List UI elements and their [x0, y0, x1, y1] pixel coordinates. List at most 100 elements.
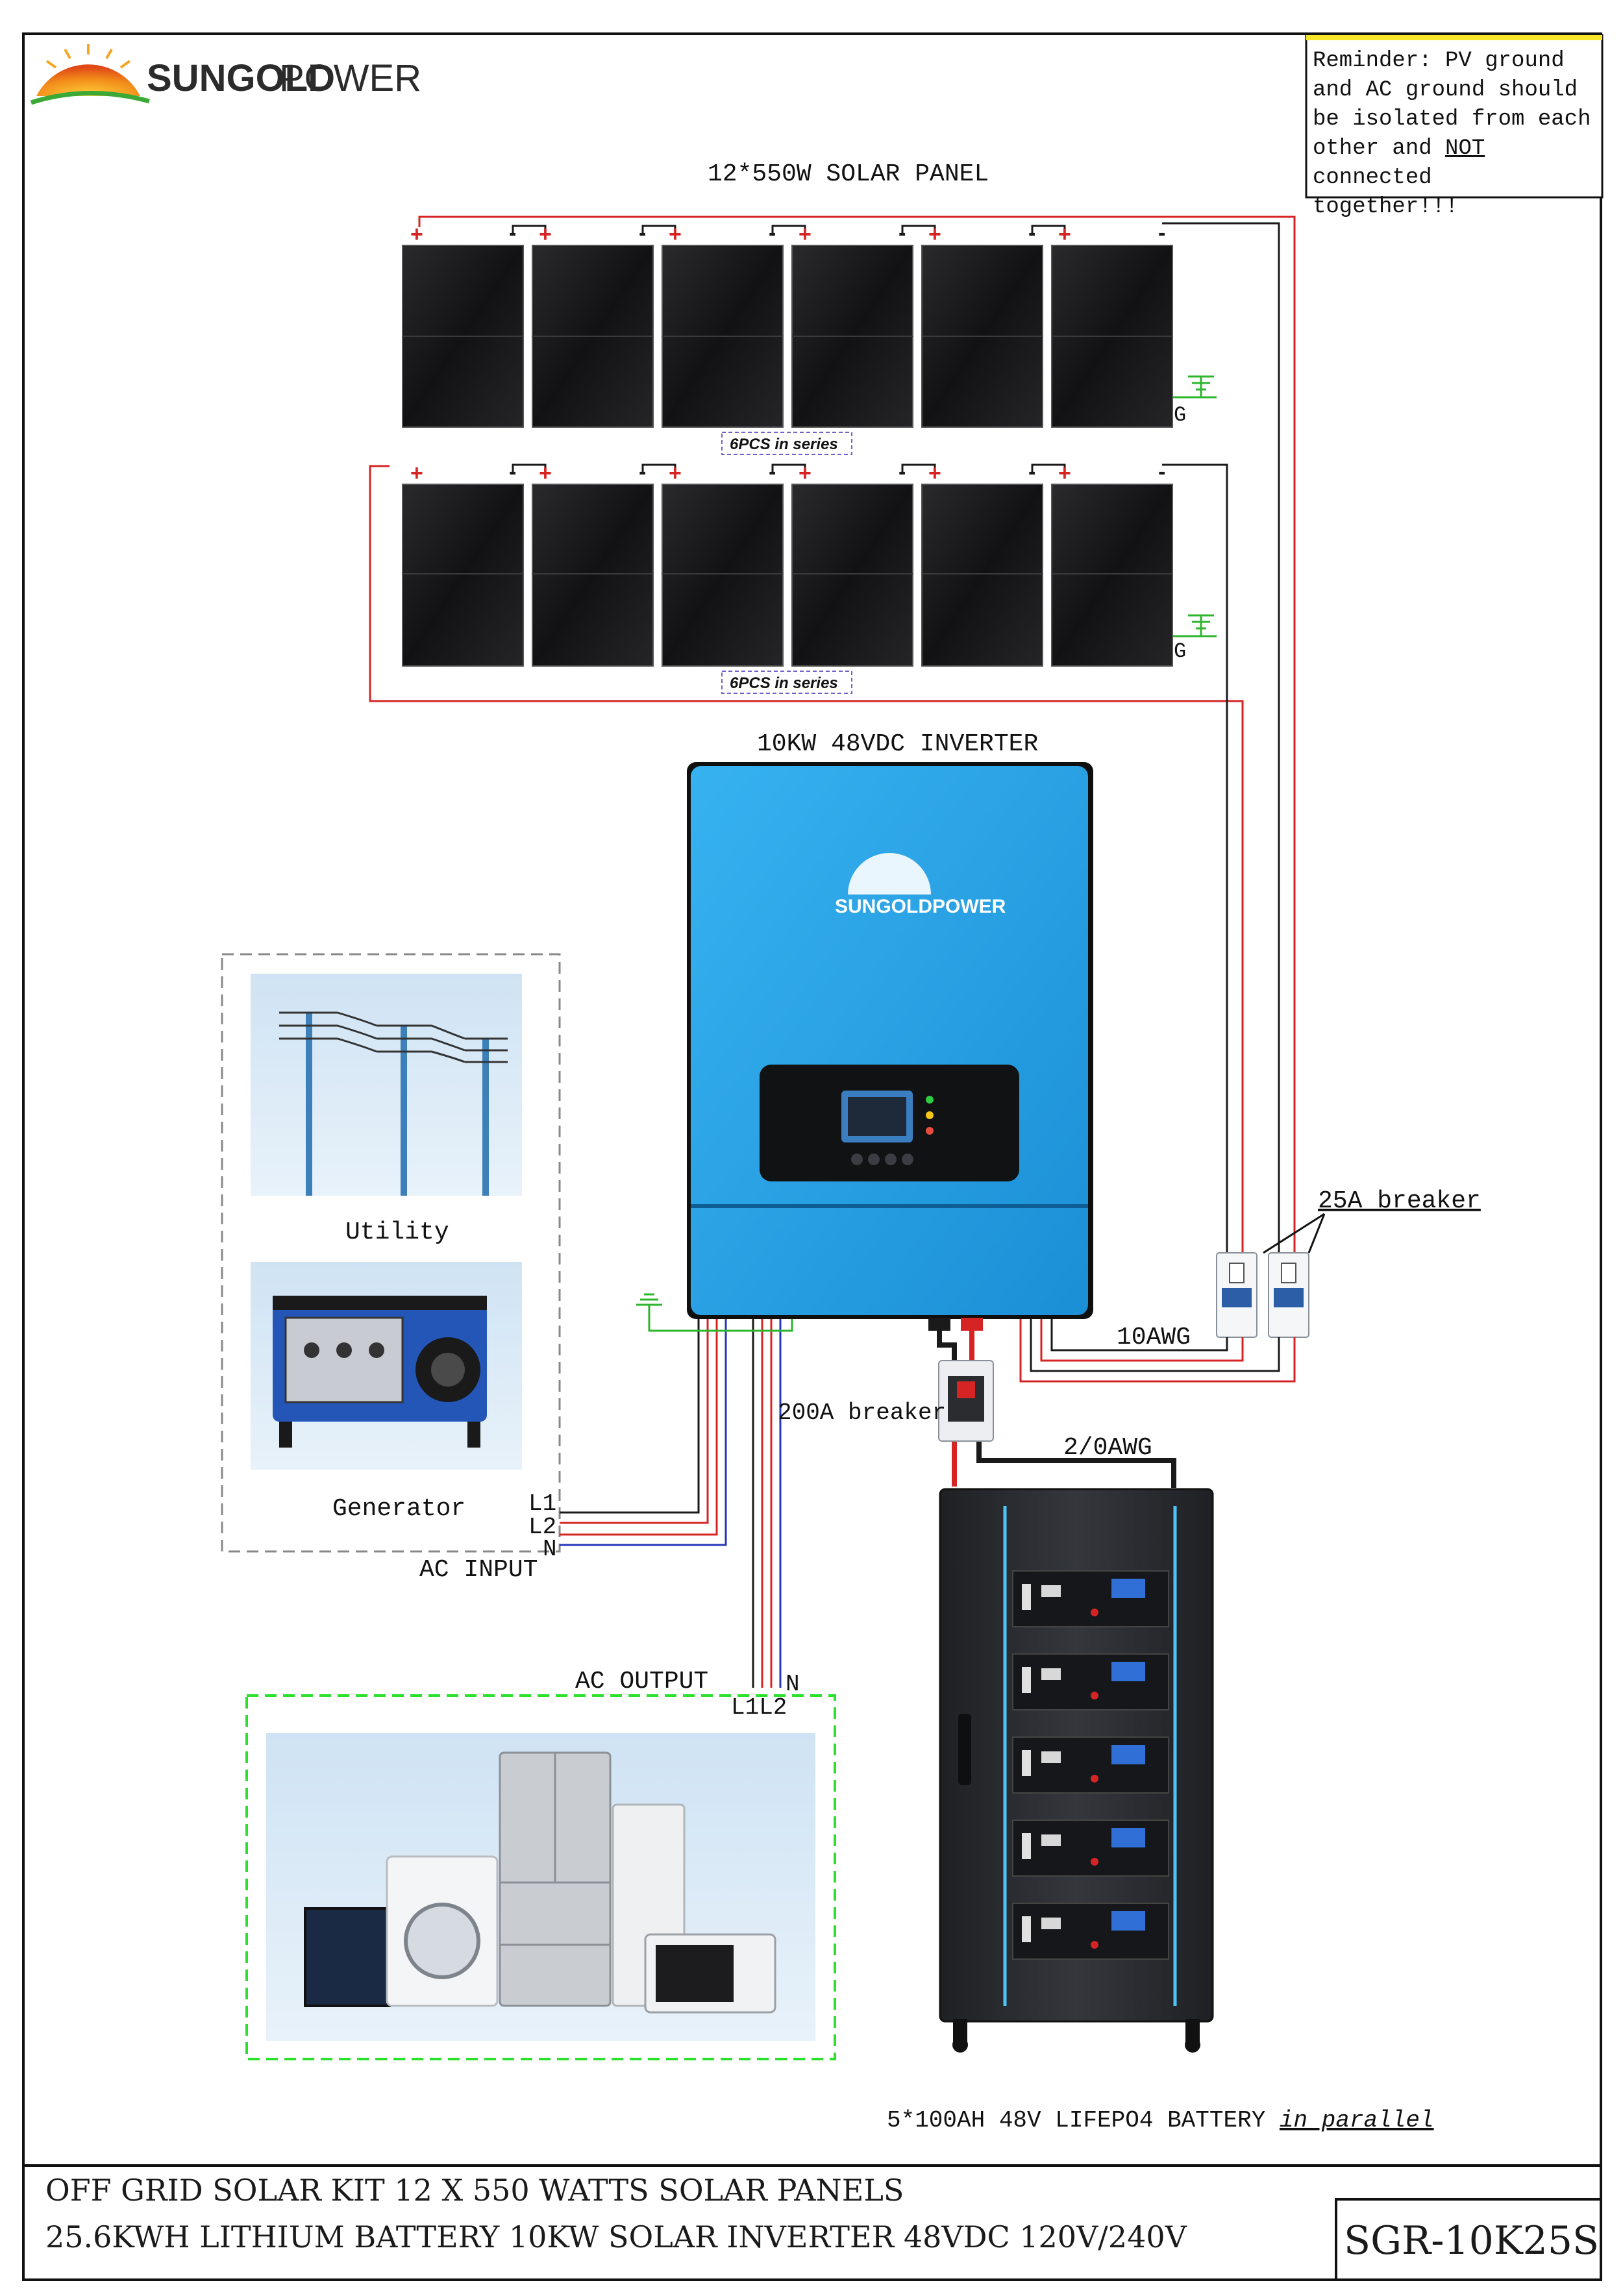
utility-label: Utility — [345, 1218, 449, 1246]
string-label: 6PCS in series — [730, 436, 838, 453]
battery-caption: 5*100AH 48V LIFEPO4 BATTERY in parallel — [887, 2107, 1434, 2134]
battery-caption-main: 5*100AH 48V LIFEPO4 BATTERY — [887, 2107, 1280, 2134]
dc-terminal — [928, 1318, 950, 1331]
inverter-lcd-screen — [848, 1097, 906, 1136]
brand-name-bold: SUNGOLD — [147, 57, 335, 99]
solar-panel — [662, 245, 784, 428]
battery-logo-icon — [1041, 1585, 1061, 1597]
battery-lcd — [1111, 1911, 1145, 1931]
status-led-icon — [926, 1096, 934, 1104]
inverter-button[interactable] — [851, 1154, 863, 1165]
tv-icon — [304, 1907, 391, 2007]
solar-panel-row-1 — [402, 245, 1173, 428]
solar-panel — [921, 484, 1043, 667]
battery-lcd — [1111, 1579, 1145, 1598]
battery-module — [1012, 1653, 1169, 1710]
cabinet-wheel-icon — [952, 2037, 968, 2053]
minus-mark: - — [639, 460, 646, 484]
inverter-title: 10KW 48VDC INVERTER — [757, 730, 1038, 758]
battery-terminal-icon — [1091, 1858, 1098, 1866]
inverter: SUNGOLDPOWER — [687, 762, 1093, 1331]
inverter-sun-icon — [848, 853, 931, 895]
series-connectors-row-2 — [512, 463, 1066, 473]
string-label-row-1: 6PCS in series — [721, 432, 852, 455]
dc-terminal — [961, 1318, 983, 1331]
ac-output-l1l2: L1L2 — [731, 1694, 787, 1721]
battery-lcd — [1111, 1745, 1145, 1764]
pv-wiring — [369, 216, 1296, 1253]
battery-caption-emphasis: in parallel — [1280, 2107, 1434, 2134]
pv-to-inverter-wiring — [1019, 1319, 1296, 1383]
model-box — [1335, 2198, 1602, 2281]
reminder-box — [1305, 34, 1604, 199]
pv-breaker — [1216, 1252, 1258, 1338]
sun-icon — [36, 64, 140, 96]
reminder-text-start: Reminder: PV ground and AC ground should… — [1313, 49, 1591, 161]
page-frame — [22, 32, 1602, 2281]
battery-logo-icon — [1041, 1668, 1061, 1680]
string-label: 6PCS in series — [730, 674, 838, 692]
plus-mark: + — [799, 461, 812, 486]
pv-wire-gauge: 10AWG — [1117, 1324, 1191, 1352]
solar-panel — [921, 245, 1043, 428]
battery-module — [1012, 1903, 1169, 1960]
plus-mark: + — [928, 461, 941, 486]
minus-mark: - — [898, 221, 906, 245]
plus-mark: + — [1058, 461, 1071, 486]
battery-terminal-icon — [1091, 1941, 1098, 1949]
status-led-icon — [926, 1111, 934, 1119]
ac-wiring — [560, 1319, 793, 1688]
brand-logo: SUNGOLD POWER — [30, 44, 421, 105]
minus-mark: - — [769, 460, 776, 484]
ground-label: G — [1174, 403, 1186, 427]
solar-panel — [662, 484, 784, 667]
footer-line-2: 25.6KWH LITHIUM BATTERY 10KW SOLAR INVER… — [45, 2219, 1187, 2254]
minus-mark: - — [509, 221, 516, 245]
plus-mark: + — [669, 461, 682, 486]
brand-name-light: POWER — [279, 57, 421, 99]
solar-panel — [1051, 245, 1173, 428]
pv-breaker — [1268, 1252, 1309, 1338]
battery-wire-gauge: 2/0AWG — [1063, 1434, 1152, 1462]
ac-input-l1: L1 — [528, 1490, 556, 1517]
sun-rays-icon — [45, 44, 131, 69]
solar-panel — [532, 245, 654, 428]
plus-mark: + — [539, 461, 552, 486]
solar-panel — [791, 484, 913, 667]
reminder-note: Reminder: PV ground and AC ground should… — [1306, 40, 1604, 219]
plus-mark: + — [928, 222, 941, 247]
battery-breaker-label: 200A breaker — [778, 1400, 946, 1426]
solar-panel — [402, 245, 524, 428]
series-connectors-row-1 — [512, 225, 1066, 234]
appliances-image — [266, 1733, 815, 2041]
solar-panel-row-2 — [402, 484, 1173, 667]
inverter-button[interactable] — [885, 1154, 897, 1165]
battery-switch-icon — [1022, 1833, 1031, 1859]
status-led-icon — [926, 1127, 934, 1135]
cabinet-wheel-icon — [1185, 2037, 1200, 2053]
battery-switch-icon — [1022, 1667, 1031, 1693]
inverter-button[interactable] — [902, 1154, 913, 1165]
battery-lcd — [1111, 1828, 1145, 1847]
ground-symbol-row-2: G — [1174, 614, 1214, 663]
footer-line-1: OFF GRID SOLAR KIT 12 X 550 WATTS SOLAR … — [45, 2173, 904, 2208]
logo-swoosh — [30, 91, 150, 105]
reminder-emphasis: NOT — [1445, 136, 1485, 161]
minus-mark: - — [1158, 221, 1165, 245]
battery-logo-icon — [1041, 1918, 1061, 1929]
pv-breaker-label: 25A breaker — [1318, 1187, 1481, 1215]
battery-logo-icon — [1041, 1751, 1061, 1763]
ac-input-l2: L2 — [528, 1514, 556, 1540]
battery-module — [1012, 1736, 1169, 1794]
battery-modules — [1012, 1570, 1169, 1960]
battery-breaker — [938, 1360, 994, 1442]
battery-switch-icon — [1022, 1750, 1031, 1776]
ac-output-n: N — [786, 1671, 800, 1697]
polarity-marks-row-2: + + + + + + - - - - - - — [410, 460, 1165, 486]
battery-module — [1012, 1820, 1169, 1877]
plus-mark: + — [1058, 222, 1071, 247]
solar-panel — [1051, 484, 1173, 667]
inverter-button[interactable] — [868, 1154, 880, 1165]
battery-lcd — [1111, 1662, 1145, 1681]
utility-image — [251, 974, 522, 1196]
